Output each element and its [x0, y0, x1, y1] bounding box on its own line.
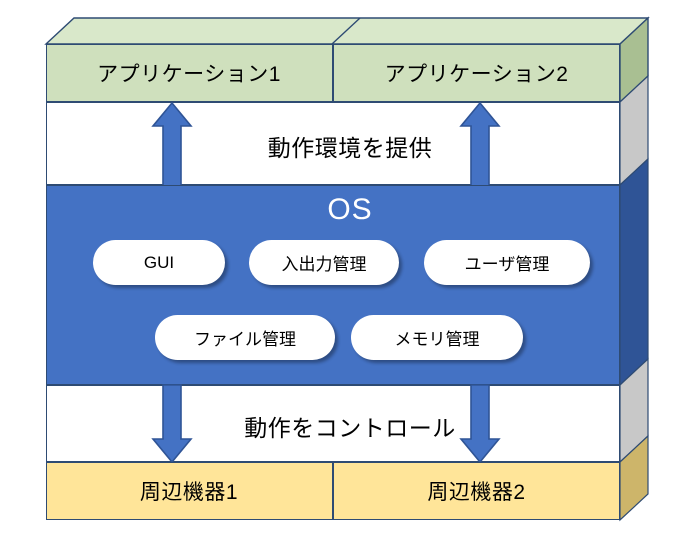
- arrow-down-right: [459, 384, 501, 464]
- control-band-label: 動作をコントロール: [244, 415, 456, 441]
- provide-runtime-band: [46, 102, 620, 185]
- arrow-up-left-shape: [151, 101, 193, 187]
- devices-column-divider: [332, 462, 334, 520]
- provide-runtime-label: 動作環境を提供: [267, 135, 433, 161]
- control-band: [46, 385, 620, 462]
- os-module-user-management-label: ユーザ管理: [464, 255, 550, 274]
- os-module-memory-management-label: メモリ管理: [394, 330, 480, 349]
- arrow-up-right-shape: [459, 101, 501, 187]
- os-layer[interactable]: [46, 185, 620, 385]
- arrow-up-left: [151, 101, 193, 187]
- arrow-down-left: [151, 384, 193, 464]
- arrow-up-right: [459, 101, 501, 187]
- arrow-down-right-shape: [459, 384, 501, 464]
- app-top-cap-divider: [331, 17, 361, 45]
- os-title: OS: [327, 193, 373, 226]
- os-module-memory-management[interactable]: メモリ管理: [351, 315, 523, 360]
- os-module-file-management-label: ファイル管理: [194, 330, 296, 349]
- arrow-down-left-shape: [151, 384, 193, 464]
- os-module-user-management[interactable]: ユーザ管理: [424, 240, 590, 285]
- os-module-io-management-label: 入出力管理: [281, 255, 367, 274]
- os-module-gui[interactable]: GUI: [93, 240, 225, 285]
- applications-column-divider: [332, 44, 334, 102]
- os-module-gui-label: GUI: [143, 252, 175, 272]
- devices-side-face: [619, 434, 649, 522]
- os-module-io-management[interactable]: 入出力管理: [249, 240, 399, 285]
- os-module-file-management[interactable]: ファイル管理: [155, 315, 335, 360]
